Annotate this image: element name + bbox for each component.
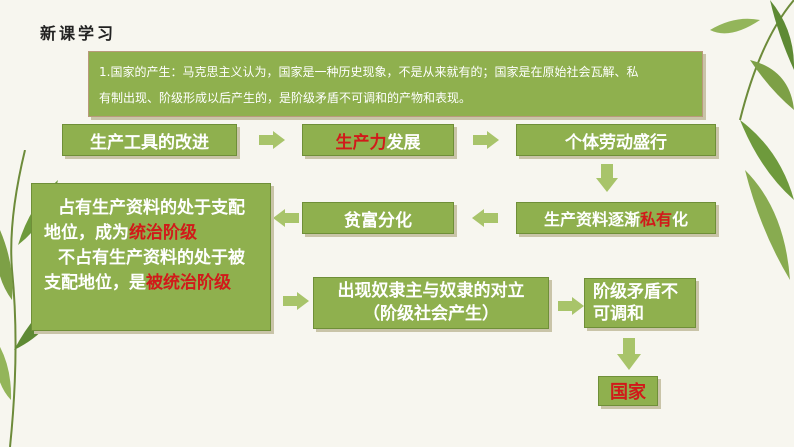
arrow-right-2 — [473, 131, 499, 149]
arrow-right-3 — [283, 292, 309, 310]
arrow-right-1 — [259, 131, 285, 149]
node-state: 国家 — [598, 376, 658, 406]
node-tools-label: 生产工具的改进 — [90, 132, 209, 153]
node-irreconcilable-line2: 可调和 — [593, 304, 644, 324]
node-productivity-highlight: 生产力 — [335, 132, 387, 153]
node-wealth-gap: 贫富分化 — [302, 202, 454, 234]
node-tools: 生产工具的改进 — [62, 124, 237, 156]
arrow-left-2 — [273, 209, 299, 227]
node-private-post: 化 — [672, 210, 689, 229]
node-private-highlight: 私有 — [639, 210, 672, 229]
node-individual-labor-label: 个体劳动盛行 — [565, 132, 667, 153]
node-productivity: 生产力发展 — [302, 124, 454, 156]
arrow-right-4 — [558, 297, 584, 315]
node-classes: 占有生产资料的处于支配地位，成为统治阶级 不占有生产资料的处于被支配地位，是被统… — [31, 183, 271, 331]
node-individual-labor: 个体劳动盛行 — [516, 124, 716, 156]
arrow-left-1 — [472, 209, 498, 227]
node-state-label: 国家 — [610, 382, 646, 403]
node-private-ownership: 生产资料逐渐私有化 — [516, 202, 716, 234]
node-productivity-label: 发展 — [386, 132, 421, 153]
node-wealth-gap-label: 贫富分化 — [344, 210, 412, 231]
node-classes-ruled: 被统治阶级 — [146, 273, 231, 293]
arrow-down-1 — [596, 164, 618, 192]
intro-line-2: 有制出现、阶级形成以后产生的，是阶级矛盾不可调和的产物和表现。 — [99, 91, 472, 105]
node-classes-part1: 占有生产资料的处于支配地位，成为 — [44, 198, 245, 243]
intro-line-1: 1.国家的产生：马克思主义认为，国家是一种历史现象，不是从来就有的；国家是在原始… — [99, 65, 639, 79]
node-irreconcilable: 阶级矛盾不 可调和 — [584, 278, 696, 328]
node-opposition-line2: （阶级社会产生） — [363, 304, 499, 324]
node-classes-ruling: 统治阶级 — [129, 223, 197, 243]
node-opposition: 出现奴隶主与奴隶的对立 （阶级社会产生） — [313, 277, 549, 329]
arrow-down-2 — [617, 338, 641, 370]
node-opposition-line1: 出现奴隶主与奴隶的对立 — [337, 281, 525, 301]
section-title: 新课学习 — [40, 24, 117, 43]
intro-box: 1.国家的产生：马克思主义认为，国家是一种历史现象，不是从来就有的；国家是在原始… — [88, 51, 703, 117]
node-private-pre: 生产资料逐渐 — [543, 210, 640, 229]
node-classes-part2: 不占有生产资料的处于被支配地位，是 — [44, 248, 245, 293]
node-irreconcilable-line1: 阶级矛盾不 — [593, 282, 678, 302]
